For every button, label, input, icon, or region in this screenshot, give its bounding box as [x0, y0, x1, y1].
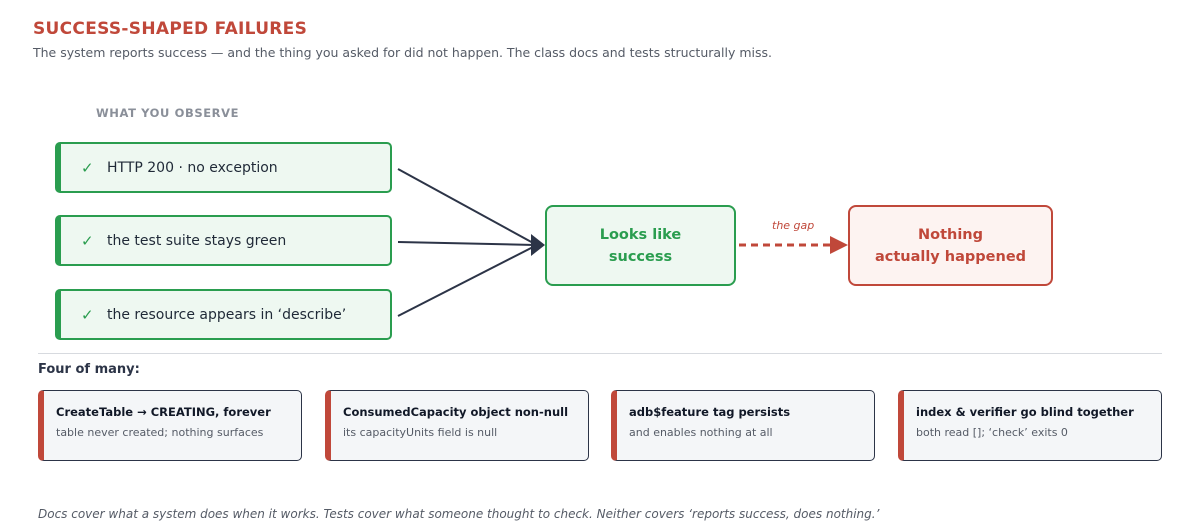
check-icon: ✓: [81, 231, 94, 250]
check-icon: ✓: [81, 158, 94, 177]
card-title: adb$feature tag persists: [629, 405, 791, 419]
examples-heading: Four of many:: [38, 362, 140, 377]
footer-note: Docs cover what a system does when it wo…: [38, 507, 880, 521]
section-divider: [38, 353, 1162, 354]
connector-observation-2: [397, 241, 536, 246]
middle-line-2: success: [608, 248, 673, 265]
page-title: SUCCESS-SHAPED FAILURES: [33, 19, 308, 39]
card-description: table never created; nothing surfaces: [56, 426, 264, 439]
gap-label: the gap: [772, 219, 815, 232]
card-title: ConsumedCapacity object non-null: [343, 405, 569, 419]
observation-text: HTTP 200 · no exception: [107, 159, 278, 176]
page-subtitle: The system reports success — and the thi…: [33, 45, 773, 60]
observation-box-describe: ✓ the resource appears in ‘describe’: [55, 289, 392, 340]
card-title: index & verifier go blind together: [916, 405, 1134, 419]
observe-section-label: WHAT YOU OBSERVE: [96, 106, 240, 120]
card-title: CreateTable → CREATING, forever: [56, 405, 271, 419]
middle-line-1: Looks like: [599, 226, 682, 243]
example-card-createtable: CreateTable → CREATING, forever table ne…: [38, 390, 302, 461]
connector-arrowhead: [531, 234, 545, 256]
card-description: its capacityUnits field is null: [343, 426, 498, 439]
observation-text: the resource appears in ‘describe’: [107, 306, 347, 323]
example-card-index-verifier: index & verifier go blind together both …: [898, 390, 1162, 461]
observation-box-tests: ✓ the test suite stays green: [55, 215, 392, 266]
result-line-2: actually happened: [874, 248, 1027, 265]
looks-like-success-box: Looks like success: [545, 205, 736, 286]
card-description: both read []; ‘check’ exits 0: [916, 426, 1068, 439]
result-line-1: Nothing: [917, 226, 983, 243]
card-description: and enables nothing at all: [629, 426, 773, 439]
observation-text: the test suite stays green: [107, 232, 287, 249]
gap-arrowhead: [830, 236, 848, 254]
check-icon: ✓: [81, 305, 94, 324]
example-card-feature-tag: adb$feature tag persists and enables not…: [611, 390, 875, 461]
example-card-consumedcapacity: ConsumedCapacity object non-null its cap…: [325, 390, 589, 461]
connector-observation-3: [397, 245, 536, 317]
nothing-happened-box: Nothing actually happened: [848, 205, 1053, 286]
connector-observation-1: [397, 168, 536, 245]
observation-box-http: ✓ HTTP 200 · no exception: [55, 142, 392, 193]
